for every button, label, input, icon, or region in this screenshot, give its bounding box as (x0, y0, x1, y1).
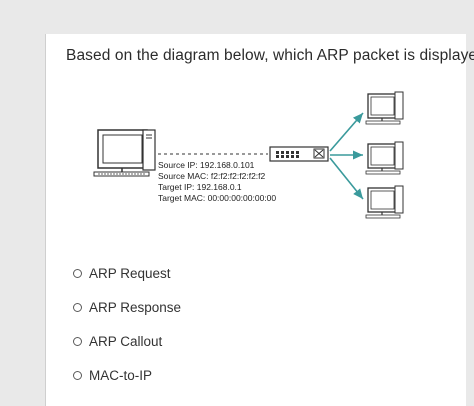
packet-source-mac: Source MAC: f2:f2:f2:f2:f2:f2 (158, 171, 266, 181)
question-text: Based on the diagram below, which ARP pa… (66, 47, 474, 64)
option-arp-request[interactable]: ARP Request (73, 266, 171, 281)
radio-button[interactable] (73, 303, 82, 312)
option-arp-response[interactable]: ARP Response (73, 300, 181, 315)
packet-target-mac: Target MAC: 00:00:00:00:00:00 (158, 193, 277, 203)
network-diagram (93, 91, 404, 219)
packet-source-ip: Source IP: 192.168.0.101 (158, 160, 255, 170)
receiver-computer-icon (365, 141, 404, 175)
network-switch-icon (269, 146, 329, 162)
option-label: ARP Request (89, 266, 171, 281)
packet-target-ip: Target IP: 192.168.0.1 (158, 182, 242, 192)
receiver-computer-icon (365, 185, 404, 219)
receiver-computer-icon (365, 91, 404, 125)
option-label: MAC-to-IP (89, 368, 153, 383)
option-mac-to-ip[interactable]: MAC-to-IP (73, 368, 152, 383)
radio-button[interactable] (73, 269, 82, 278)
radio-button[interactable] (73, 337, 82, 346)
radio-button[interactable] (73, 371, 82, 380)
option-label: ARP Response (89, 300, 182, 315)
option-arp-callout[interactable]: ARP Callout (73, 334, 162, 349)
option-label: ARP Callout (89, 334, 163, 349)
sender-computer-icon (93, 129, 156, 177)
question-card: Based on the diagram below, which ARP pa… (45, 34, 474, 406)
